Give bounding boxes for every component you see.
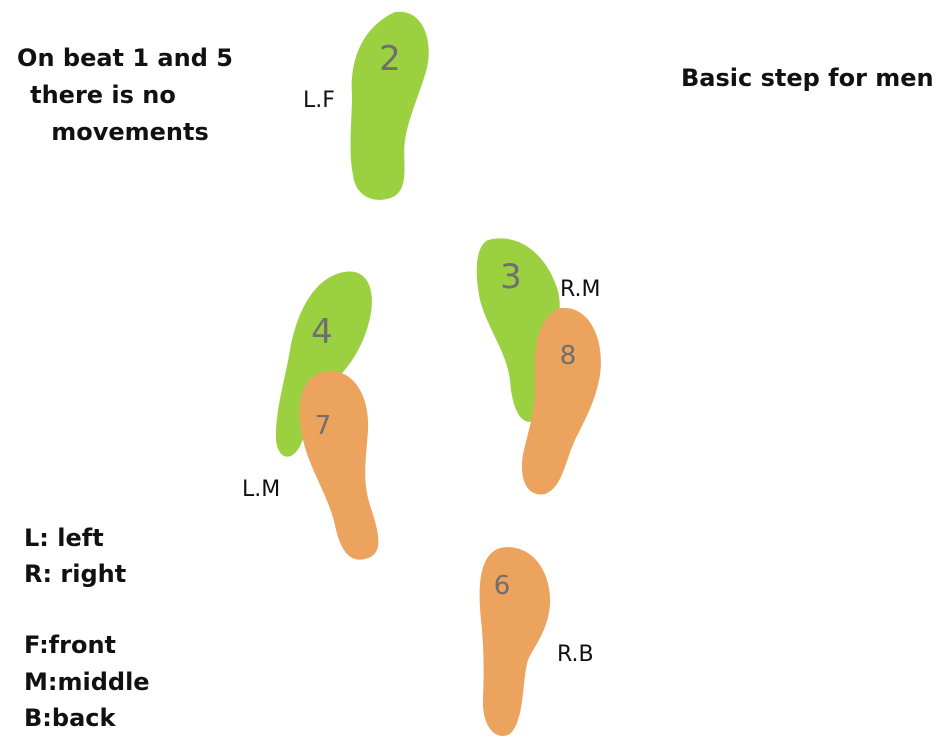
legend-position-front: F:front <box>24 631 116 659</box>
step-number: 8 <box>560 341 577 371</box>
legend-side-left: L: left <box>24 524 104 552</box>
note-line-3: movements <box>51 118 209 146</box>
step-number: 3 <box>500 257 522 297</box>
step-3-position-label: R.M <box>560 277 600 302</box>
note-line-1: On beat 1 and 5 <box>17 44 233 72</box>
footprint-step-6: 6 <box>479 547 551 736</box>
right-foot-shape <box>521 307 601 495</box>
note-line-2: there is no <box>30 81 176 109</box>
footprint-step-7: 7 <box>299 370 379 560</box>
footprint-step-2: 2 <box>350 11 429 200</box>
step-7-position-label: L.M <box>242 477 280 502</box>
left-foot-shape <box>350 11 429 200</box>
right-foot-shape <box>479 547 551 736</box>
diagram-title: Basic step for men <box>681 64 934 92</box>
step-number: 7 <box>315 411 332 441</box>
step-2-position-label: L.F <box>303 88 335 113</box>
legend: L: left R: right F:front M:middle B:back <box>24 524 150 732</box>
left-foot-shape <box>299 370 379 560</box>
step-number: 6 <box>494 571 511 601</box>
footprint-step-8: 8 <box>521 307 601 495</box>
legend-position-back: B:back <box>24 704 116 732</box>
legend-side-right: R: right <box>24 560 126 588</box>
step-number: 2 <box>379 39 401 79</box>
step-number: 4 <box>311 312 333 352</box>
legend-position-middle: M:middle <box>24 668 150 696</box>
note: On beat 1 and 5 there is no movements <box>17 44 233 146</box>
step-6-position-label: R.B <box>557 642 594 667</box>
